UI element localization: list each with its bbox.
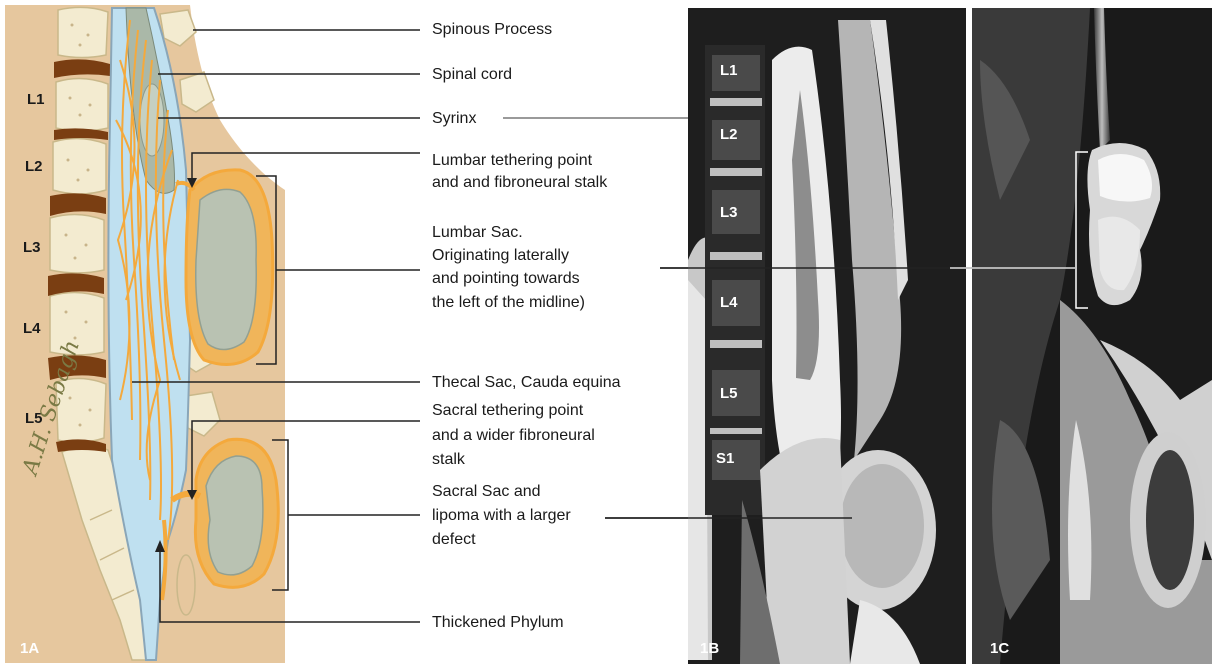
panel-b-mri <box>688 8 972 664</box>
label-lumbar-tether-2: and and fibroneural stalk <box>432 172 607 193</box>
label-syrinx: Syrinx <box>432 108 476 129</box>
label-lumbar-tether-1: Lumbar tethering point <box>432 150 592 171</box>
label-sacral-sac-3: defect <box>432 529 476 550</box>
mri-vertebra-label: L5 <box>720 385 738 402</box>
label-lumbar-sac-1: Lumbar Sac. <box>432 222 523 243</box>
label-spinal-cord: Spinal cord <box>432 64 512 85</box>
vertebra-label: L2 <box>25 158 43 175</box>
label-sacral-tether-3: stalk <box>432 449 465 470</box>
label-lumbar-sac-4: the left of the midline) <box>432 292 585 313</box>
panel-a-id: 1A <box>20 640 39 657</box>
label-thecal-sac: Thecal Sac, Cauda equina <box>432 372 621 393</box>
mri-vertebra-label: L4 <box>720 294 738 311</box>
label-lumbar-sac-3: and pointing towards <box>432 268 580 289</box>
label-sacral-tether-2: and a wider fibroneural <box>432 425 595 446</box>
panel-c-id: 1C <box>990 640 1009 657</box>
vertebra-label: L3 <box>23 239 41 256</box>
mri-vertebra-label: S1 <box>716 450 734 467</box>
mri-vertebra-label: L3 <box>720 204 738 221</box>
panel-b-id: 1B <box>700 640 719 657</box>
label-sacral-sac-2: lipoma with a larger <box>432 505 571 526</box>
label-spinous-process: Spinous Process <box>432 19 552 40</box>
label-sacral-sac-1: Sacral Sac and <box>432 481 541 502</box>
mri-vertebra-label: L2 <box>720 126 738 143</box>
vertebra-label: L4 <box>23 320 41 337</box>
mri-vertebra-label: L1 <box>720 62 738 79</box>
label-thickened-phylum: Thickened Phylum <box>432 612 564 633</box>
panel-c-mri <box>972 8 1212 664</box>
vertebra-label: L1 <box>27 91 45 108</box>
label-sacral-tether-1: Sacral tethering point <box>432 400 583 421</box>
label-lumbar-sac-2: Originating laterally <box>432 245 569 266</box>
